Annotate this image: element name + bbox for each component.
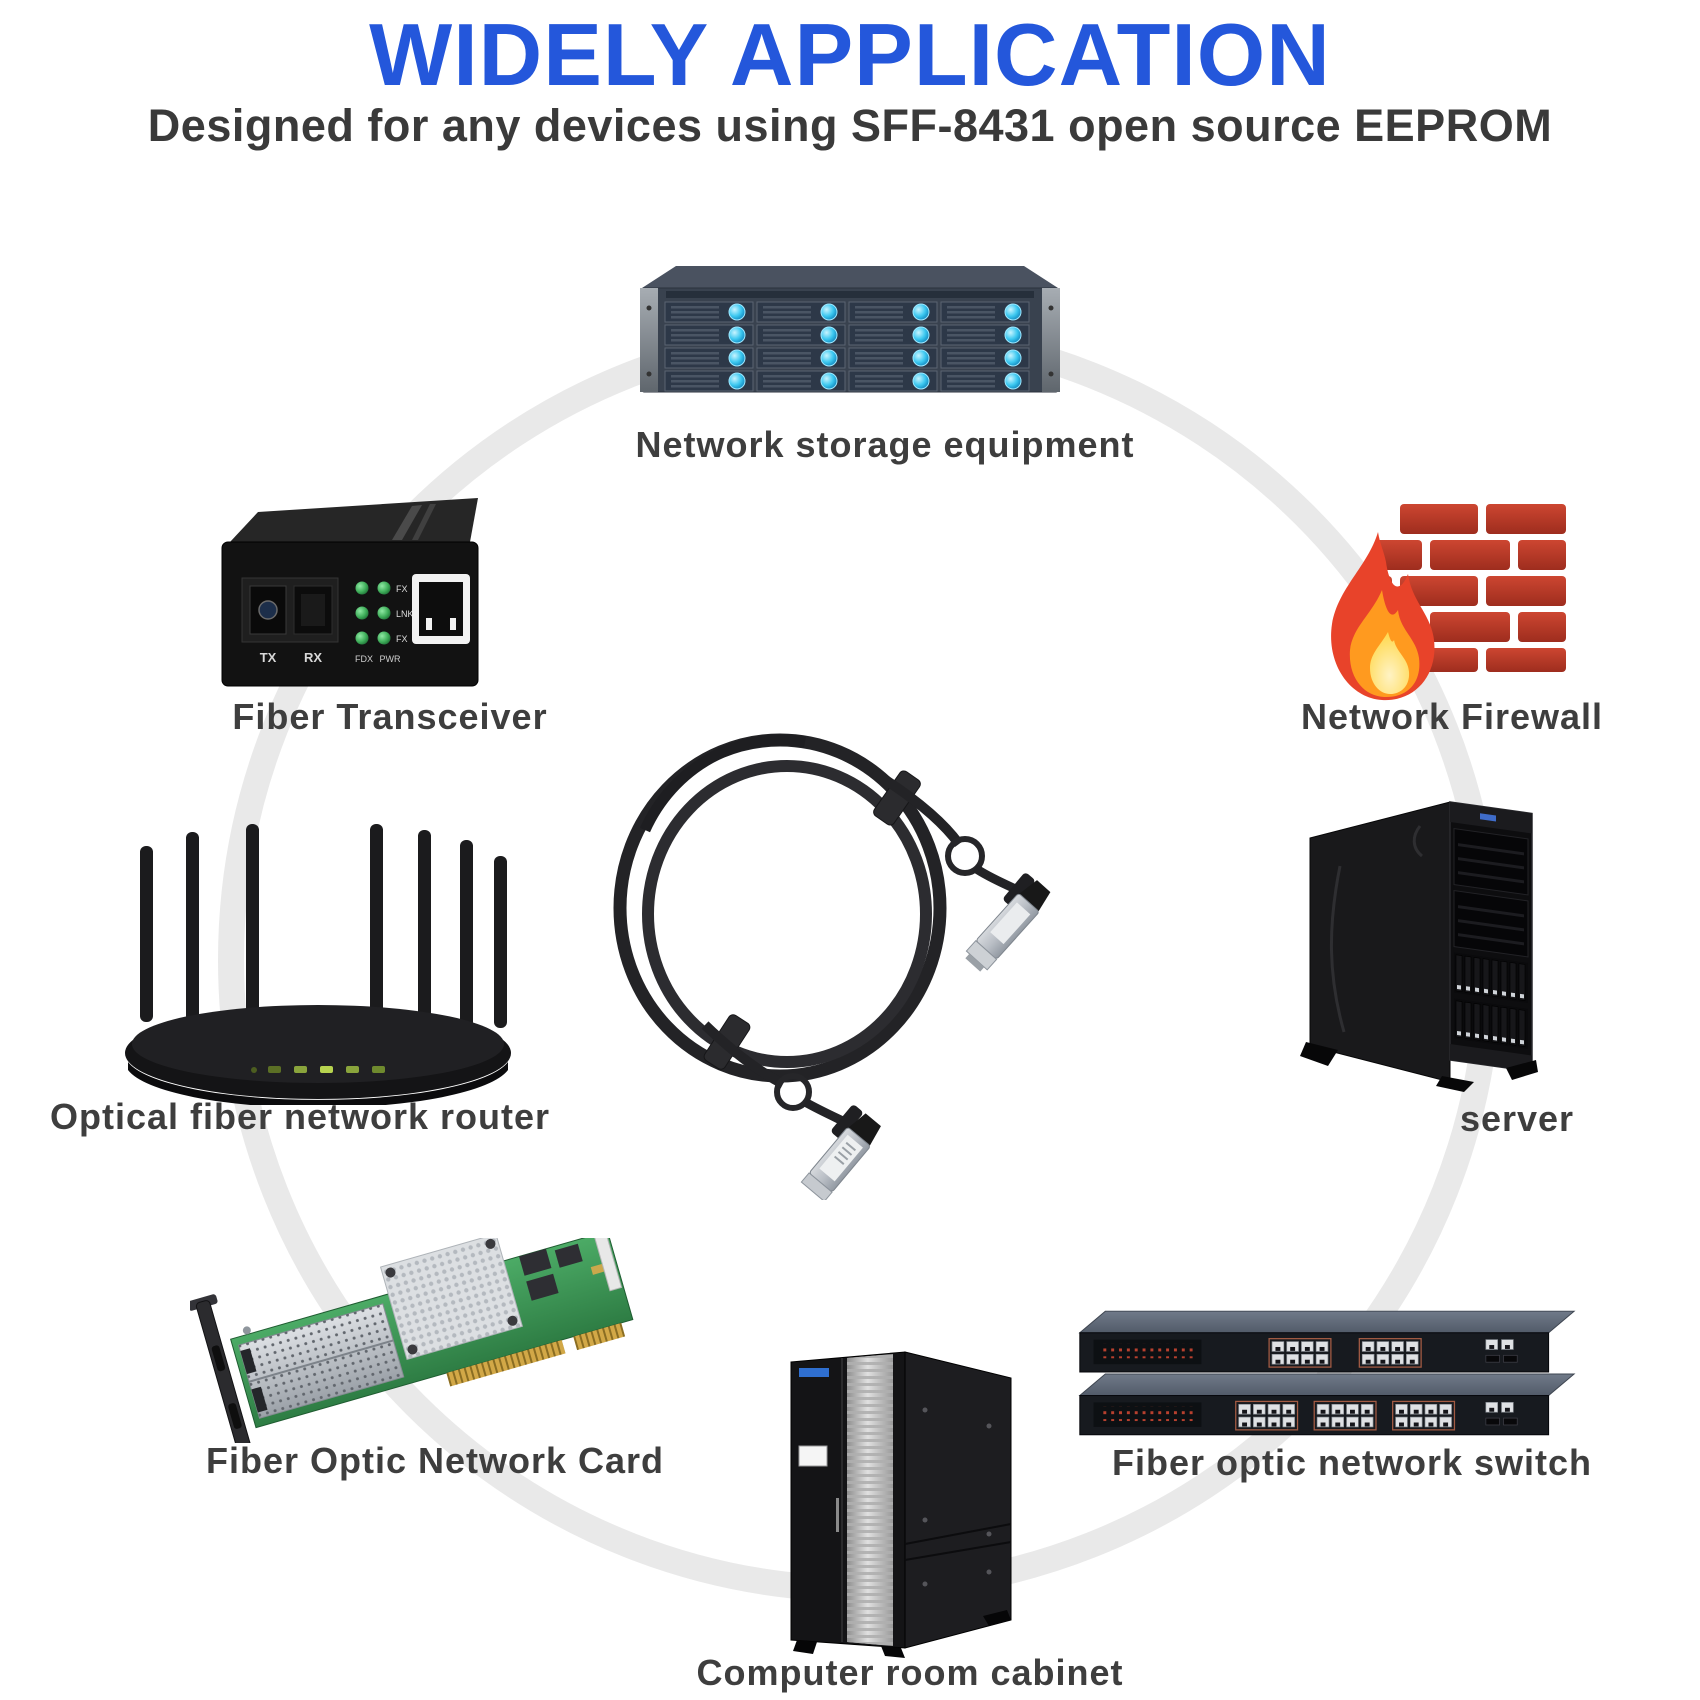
led-label-3: FX (396, 634, 408, 644)
switch-image (1078, 1310, 1576, 1436)
cabinet-label: Computer room cabinet (696, 1652, 1124, 1693)
router-leds (251, 1066, 385, 1073)
flame-icon (1331, 532, 1435, 701)
rx-port-label: RX (304, 650, 322, 665)
fdx-label: FDX (355, 654, 373, 664)
router-antennas (140, 824, 507, 1028)
router-label: Optical fiber network router (49, 1096, 551, 1137)
pwr-label: PWR (380, 654, 401, 664)
switch-label: Fiber optic network switch (1111, 1442, 1593, 1483)
network-storage-image (640, 266, 1060, 393)
led-label-1: FX (396, 584, 408, 594)
router-image (125, 824, 511, 1105)
sfp-connector-bottom (800, 1113, 881, 1200)
sfp-connector-right (965, 880, 1051, 972)
cabinet-image (790, 1351, 1012, 1658)
led-label-2: LNK (396, 609, 414, 619)
firewall-label: Network Firewall (1300, 696, 1604, 737)
nic-image (190, 1238, 634, 1443)
tx-port-label: TX (260, 650, 277, 665)
server-label: server (1459, 1098, 1575, 1139)
dac-cable-image (613, 733, 1051, 1200)
page-title: WIDELY APPLICATION (369, 5, 1331, 104)
network-storage-label: Network storage equipment (635, 424, 1135, 465)
page-subtitle: Designed for any devices using SFF-8431 … (147, 100, 1553, 151)
nic-label: Fiber Optic Network Card (205, 1440, 665, 1481)
fiber-transceiver-image: TX RX FX LNK FX FDX PWR (221, 498, 479, 687)
server-image (1300, 801, 1538, 1092)
firewall-icon (1331, 504, 1566, 701)
fiber-transceiver-label: Fiber Transceiver (232, 696, 548, 737)
